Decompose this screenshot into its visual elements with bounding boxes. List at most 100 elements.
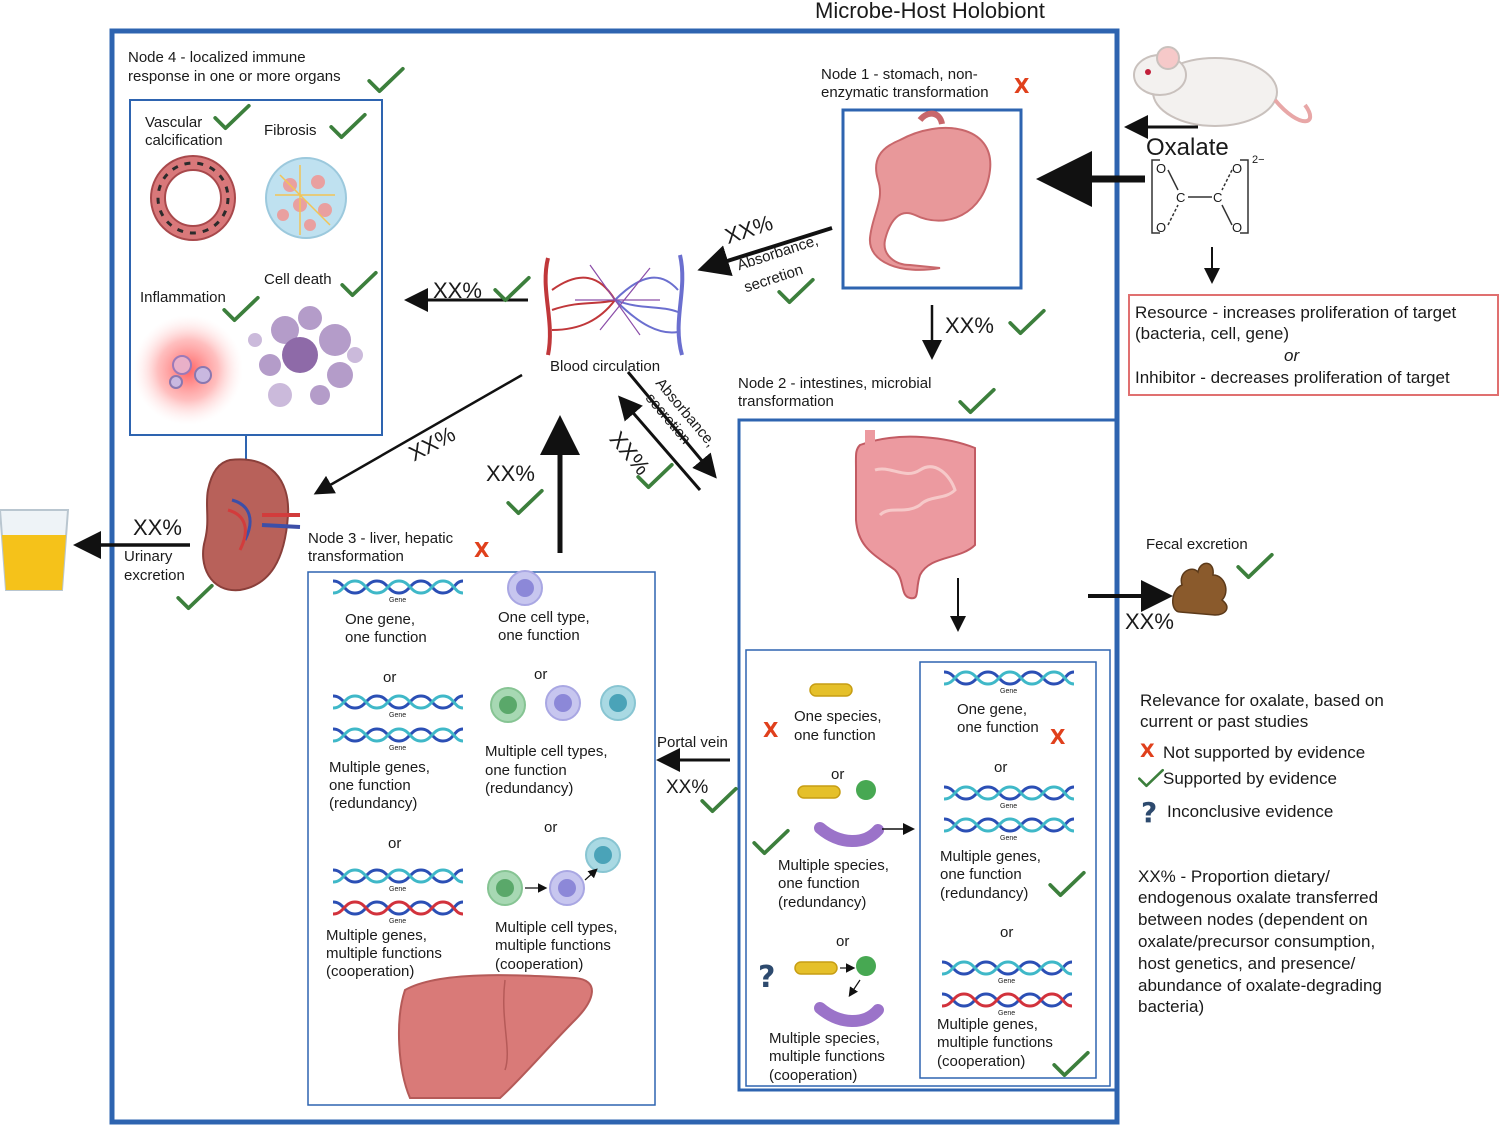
liver-or-3: or xyxy=(388,835,402,852)
legend-xx-l3: between nodes (dependent on xyxy=(1138,910,1368,929)
liver-gene-tag-1: Gene xyxy=(389,597,407,604)
liver-multi-genes-red-l1: Multiple genes, xyxy=(329,759,430,776)
gut-or-1: or xyxy=(831,766,845,783)
liver-gene-tag-3: Gene xyxy=(389,745,407,752)
gut-inconclusive-icon: ? xyxy=(758,960,776,995)
gut-one-gene-cross-icon: X xyxy=(1050,725,1066,749)
vascular-label-line2: calcification xyxy=(145,132,223,149)
kidney-icon xyxy=(202,458,301,592)
flow-arrows xyxy=(73,115,1220,772)
urinary-label-line2: excretion xyxy=(124,567,185,584)
gut-gene-tag-1: Gene xyxy=(1000,688,1018,695)
oxalate-label: Oxalate xyxy=(1146,134,1229,161)
node1-cross-icon: X xyxy=(1014,74,1030,98)
liver-multi-cells-coop-l1: Multiple cell types, xyxy=(495,919,618,936)
gut-one-gene-l1: One gene, xyxy=(957,701,1028,718)
legend-xx-l5: host genetics, and presence/ xyxy=(1138,954,1356,973)
resource-line1: Resource - increases proliferation of ta… xyxy=(1135,303,1457,322)
flow-pct-portal: XX% xyxy=(666,777,709,798)
resource-line2: (bacteria, cell, gene) xyxy=(1135,324,1290,343)
gut-multi-genes-coop-l3: (cooperation) xyxy=(937,1053,1026,1070)
node3-cross-icon: X xyxy=(474,538,490,562)
mouse-icon xyxy=(1133,46,1313,127)
flow-pct-blood-to-node4: XX% xyxy=(433,278,482,303)
node1-box xyxy=(841,108,1023,290)
blood-circulation-icon xyxy=(543,254,685,356)
flow-pct-liver-to-blood: XX% xyxy=(486,461,535,486)
liver-multi-cells-coop-l3: (cooperation) xyxy=(495,956,584,973)
node1-label-line1: Node 1 - stomach, non- xyxy=(821,66,978,83)
liver-gene-tag-2: Gene xyxy=(389,712,407,719)
legend-heading-l2: current or past studies xyxy=(1140,712,1309,731)
bacteria-icons xyxy=(794,683,884,1027)
vascular-label-line1: Vascular xyxy=(145,114,203,131)
gut-or-2: or xyxy=(836,933,850,950)
gut-multi-genes-coop-l1: Multiple genes, xyxy=(937,1016,1038,1033)
liver-multi-genes-coop-l3: (cooperation) xyxy=(326,963,415,980)
gut-multi-genes-red-l2: one function xyxy=(940,866,1022,883)
node1-label-line2: enzymatic transformation xyxy=(821,84,989,101)
oxalate-atom-o1: O xyxy=(1156,161,1167,176)
legend-not-supported: Not supported by evidence xyxy=(1163,743,1366,762)
feces-icon xyxy=(1172,562,1228,616)
legend-heading-l1: Relevance for oxalate, based on xyxy=(1140,691,1384,710)
blood-circulation-label: Blood circulation xyxy=(550,358,661,375)
legend-supported: Supported by evidence xyxy=(1163,769,1337,788)
portal-vein-label: Portal vein xyxy=(657,734,728,751)
liver-one-cell-l1: One cell type, xyxy=(498,609,590,626)
gut-gene-tag-4: Gene xyxy=(998,978,1016,985)
node4-box xyxy=(129,99,383,436)
gut-panel-box xyxy=(745,649,1111,1087)
gut-gene-tag-3: Gene xyxy=(1000,835,1018,842)
liver-gene-tag-4: Gene xyxy=(389,886,407,893)
liver-multi-genes-coop-l1: Multiple genes, xyxy=(326,927,427,944)
resource-line3: Inhibitor - decreases proliferation of t… xyxy=(1135,368,1450,387)
gut-multi-genes-coop-l2: multiple functions xyxy=(937,1034,1053,1051)
oxalate-charge: 2− xyxy=(1252,154,1265,166)
liver-or-1: or xyxy=(383,669,397,686)
liver-or-4: or xyxy=(544,819,558,836)
gut-gene-panel-box xyxy=(919,661,1097,1079)
gut-multi-species-red-l1: Multiple species, xyxy=(778,857,889,874)
liver-multi-cells-red-l2: one function xyxy=(485,762,567,779)
node2-box xyxy=(737,418,1119,1092)
liver-multi-genes-red-l3: (redundancy) xyxy=(329,795,418,812)
node3-box xyxy=(307,571,656,1106)
urine-cup-icon xyxy=(0,509,70,591)
gut-multi-genes-red-l1: Multiple genes, xyxy=(940,848,1041,865)
node3-label-line1: Node 3 - liver, hepatic xyxy=(308,530,454,547)
legend-inconclusive: Inconclusive evidence xyxy=(1167,802,1334,821)
gut-multi-species-coop-l1: Multiple species, xyxy=(769,1030,880,1047)
liver-one-gene-l2: one function xyxy=(345,629,427,646)
flow-pct-fecal: XX% xyxy=(1125,609,1174,634)
gut-one-gene-l2: one function xyxy=(957,719,1039,736)
cell-death-icon xyxy=(248,306,363,407)
gut-one-species-l2: one function xyxy=(794,727,876,744)
gut-or-3: or xyxy=(994,759,1008,776)
node4-label-line2: response in one or more organs xyxy=(128,68,341,85)
liver-multi-cells-red-l1: Multiple cell types, xyxy=(485,743,608,760)
flow-pct-urinary: XX% xyxy=(133,515,182,540)
liver-multi-cells-coop-l2: multiple functions xyxy=(495,937,611,954)
gut-multi-species-coop-l3: (cooperation) xyxy=(769,1067,858,1084)
legend-xx-l2: endogenous oxalate transferred xyxy=(1138,888,1379,907)
oxalate-atom-o4: O xyxy=(1232,220,1243,235)
gut-multi-species-red-l3: (redundancy) xyxy=(778,894,867,911)
node4-label-line1: Node 4 - localized immune xyxy=(128,49,306,66)
resource-or: or xyxy=(1284,346,1300,365)
liver-one-gene-l1: One gene, xyxy=(345,611,416,628)
legend-question-icon: ? xyxy=(1141,796,1158,829)
liver-multi-genes-coop-l2: multiple functions xyxy=(326,945,442,962)
gut-gene-tag-5: Gene xyxy=(998,1010,1016,1017)
legend-xx-l4: oxalate/precursor consumption, xyxy=(1138,932,1376,951)
gut-multi-genes-red-l3: (redundancy) xyxy=(940,885,1029,902)
vascular-calcification-icon xyxy=(150,155,236,241)
fibrosis-label: Fibrosis xyxy=(264,122,317,139)
liver-icon xyxy=(398,974,593,1099)
node2-label-line1: Node 2 - intestines, microbial xyxy=(738,375,932,392)
cell-icons xyxy=(487,570,636,906)
urinary-label-line1: Urinary xyxy=(124,548,173,565)
legend-cross-icon: X xyxy=(1140,740,1155,762)
